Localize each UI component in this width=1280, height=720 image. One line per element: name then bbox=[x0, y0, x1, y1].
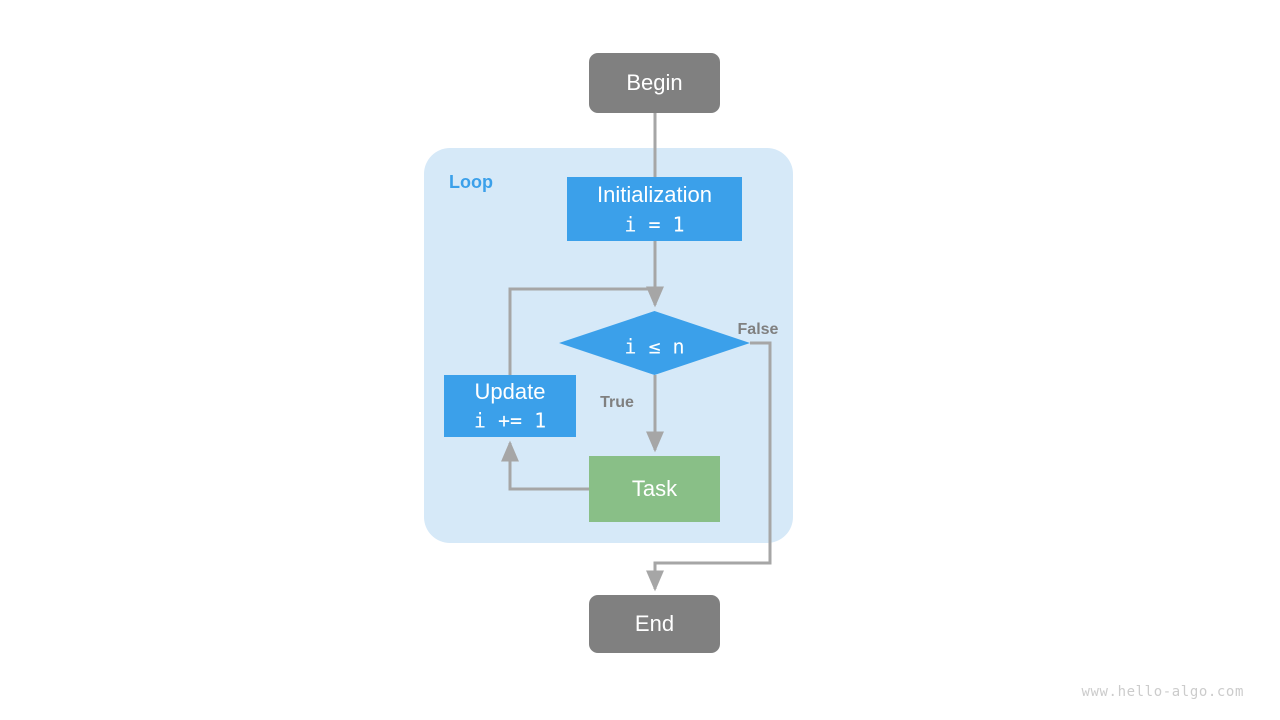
node-end-label: End bbox=[635, 611, 674, 636]
watermark: www.hello-algo.com bbox=[1081, 684, 1244, 700]
edge-update-cond bbox=[508, 287, 655, 375]
node-initialization-label: Initialization bbox=[597, 182, 712, 207]
edge-label-false: False bbox=[738, 321, 779, 338]
node-task[interactable]: Task bbox=[589, 456, 720, 522]
node-begin-label: Begin bbox=[626, 70, 682, 95]
node-end[interactable]: End bbox=[589, 595, 720, 653]
loop-group-label: Loop bbox=[449, 172, 493, 192]
node-condition-label: i ≤ n bbox=[624, 335, 684, 359]
node-update-code: i += 1 bbox=[474, 409, 546, 433]
edge-task-update bbox=[501, 440, 589, 491]
edge-label-true: True bbox=[600, 394, 634, 411]
edge-cond-end bbox=[646, 341, 772, 592]
node-task-label: Task bbox=[632, 476, 678, 501]
node-update-label: Update bbox=[475, 379, 546, 404]
node-update[interactable]: Update i += 1 bbox=[444, 375, 576, 437]
node-condition[interactable]: i ≤ n bbox=[559, 311, 750, 375]
node-begin[interactable]: Begin bbox=[589, 53, 720, 113]
node-initialization[interactable]: Initialization i = 1 bbox=[567, 177, 742, 241]
node-initialization-code: i = 1 bbox=[624, 213, 684, 237]
